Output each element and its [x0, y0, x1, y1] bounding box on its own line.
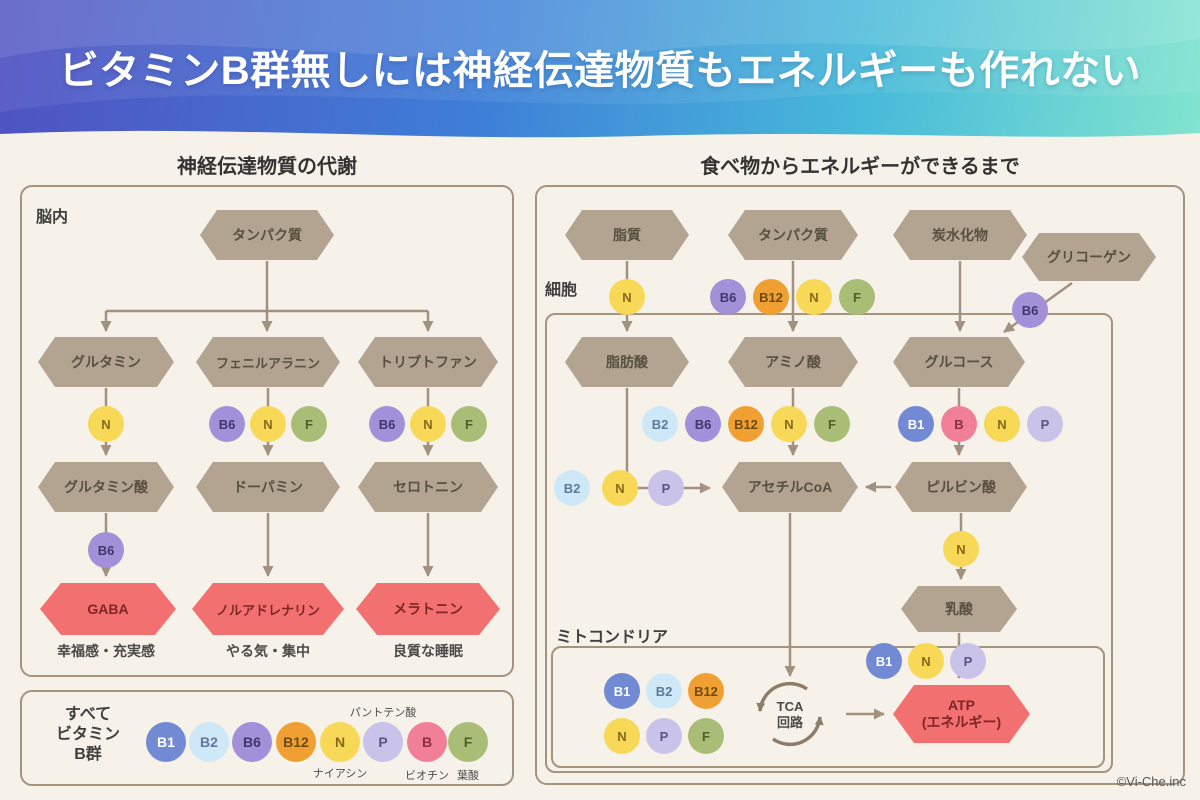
vitamin-b12-badge: B12 [688, 673, 724, 709]
legend-vitamin-p: P [363, 722, 403, 762]
vitamin-p-badge: P [648, 470, 684, 506]
node-fatty-acid: 脂肪酸 [565, 337, 689, 387]
gaba-effect-caption: 幸福感・充実感 [57, 643, 155, 659]
vitamin-n-badge: N [602, 470, 638, 506]
node-atp: ATP (エネルギー) [893, 685, 1030, 743]
vitamin-b2-badge: B2 [642, 406, 678, 442]
pantothenic-acid-label: パントテン酸 [349, 707, 417, 719]
vitamin-n-badge: N [771, 406, 807, 442]
legend-title: すべて ビタミン B群 [38, 705, 138, 765]
brain-region-label: 脳内 [36, 209, 69, 226]
vitamin-b6-badge: B6 [1012, 292, 1048, 328]
tca-cycle-label-line: 回路 [776, 715, 803, 731]
header-banner: ビタミンB群無しには神経伝達物質もエネルギーも作れない [0, 0, 1200, 145]
vitamin-n-badge: N [943, 531, 979, 567]
vitamin-b1-badge: B1 [604, 673, 640, 709]
node-glutamine: グルタミン [38, 337, 174, 387]
vitamin-n-badge: N [604, 718, 640, 754]
node-amino-acid: アミノ酸 [728, 337, 858, 387]
node-protein-brain: タンパク質 [200, 210, 334, 260]
legend-vitamin-b2: B2 [189, 722, 229, 762]
node-protein-food: タンパク質 [728, 210, 858, 260]
vitamin-f-badge: F [451, 406, 487, 442]
energy-panel [535, 185, 1185, 785]
vitamin-b12-badge: B12 [728, 406, 764, 442]
legend-vitamin-b12: B12 [276, 722, 316, 762]
node-gaba: GABA [40, 583, 176, 635]
node-carbohydrate: 炭水化物 [893, 210, 1027, 260]
node-pyruvate: ピルビン酸 [895, 462, 1027, 512]
vitamin-legend-panel [20, 690, 514, 786]
vitamin-b6-badge: B6 [369, 406, 405, 442]
vitamin-b1-badge: B1 [866, 643, 902, 679]
node-phenylalanine: フェニルアラニン [196, 337, 340, 387]
page-title: ビタミンB群無しには神経伝達物質もエネルギーも作れない [58, 49, 1142, 93]
vitamin-b2-badge: B2 [554, 470, 590, 506]
legend-vitamin-b: B [407, 722, 447, 762]
vitamin-p-badge: P [646, 718, 682, 754]
tca-cycle-label-line: TCA [776, 699, 804, 714]
cell-region-label: 細胞 [545, 282, 578, 299]
atp-label-line: ATP [948, 696, 975, 713]
cell-boundary-box [545, 313, 1113, 773]
legend-title-line: すべて [64, 706, 112, 723]
node-tryptophan: トリプトファン [358, 337, 498, 387]
biotin-label: ビオチン [405, 770, 449, 782]
vitamin-n-badge: N [908, 643, 944, 679]
noradrenaline-effect-caption: やる気・集中 [226, 643, 310, 659]
node-glucose: グルコース [893, 337, 1025, 387]
copyright-credit: ©Vi-Che.inc [1116, 774, 1186, 789]
header-wave-decoration [0, 0, 1200, 145]
vitamin-b1-badge: B1 [898, 406, 934, 442]
vitamin-b6-badge: B6 [88, 532, 124, 568]
vitamin-b6-badge: B6 [685, 406, 721, 442]
vitamin-n-badge: N [410, 406, 446, 442]
vitamin-n-badge: N [250, 406, 286, 442]
node-lipid: 脂質 [565, 210, 689, 260]
node-noradrenaline: ノルアドレナリン [192, 583, 344, 635]
mitochondria-region-label: ミトコンドリア [556, 629, 669, 646]
vitamin-b6-badge: B6 [209, 406, 245, 442]
tca-cycle-label: TCA 回路 [758, 699, 822, 732]
node-melatonin: メラトニン [356, 583, 500, 635]
vitamin-b12-badge: B12 [753, 279, 789, 315]
melatonin-effect-caption: 良質な睡眠 [393, 643, 463, 659]
vitamin-f-badge: F [291, 406, 327, 442]
atp-label-line: (エネルギー) [921, 714, 1002, 730]
vitamin-b2-badge: B2 [646, 673, 682, 709]
right-section-title: 食べ物からエネルギーができるまで [700, 156, 1020, 178]
legend-vitamin-n: N [320, 722, 360, 762]
mitochondria-box [551, 646, 1105, 768]
legend-title-line: ビタミン [55, 726, 120, 743]
legend-vitamin-b6: B6 [232, 722, 272, 762]
folic-acid-label: 葉酸 [457, 770, 479, 782]
vitamin-n-badge: N [984, 406, 1020, 442]
tca-cycle-icon [756, 681, 824, 747]
vitamin-b-badge: B [941, 406, 977, 442]
node-acetyl-coa: アセチルCoA [722, 462, 858, 512]
legend-vitamin-f: F [448, 722, 488, 762]
node-glutamate: グルタミン酸 [38, 462, 174, 512]
node-dopamine: ドーパミン [196, 462, 340, 512]
vitamin-f-badge: F [814, 406, 850, 442]
vitamin-b6-badge: B6 [710, 279, 746, 315]
vitamin-n-badge: N [609, 279, 645, 315]
niacin-label: ナイアシン [312, 768, 368, 780]
vitamin-f-badge: F [688, 718, 724, 754]
node-serotonin: セロトニン [358, 462, 498, 512]
legend-title-line: B群 [74, 746, 102, 763]
brain-panel [20, 185, 514, 677]
vitamin-n-badge: N [88, 406, 124, 442]
node-lactate: 乳酸 [901, 586, 1017, 632]
left-section-title: 神経伝達物質の代謝 [177, 156, 357, 178]
node-glycogen: グリコーゲン [1022, 233, 1156, 281]
vitamin-p-badge: P [950, 643, 986, 679]
vitamin-n-badge: N [796, 279, 832, 315]
legend-vitamin-b1: B1 [146, 722, 186, 762]
vitamin-p-badge: P [1027, 406, 1063, 442]
vitamin-f-badge: F [839, 279, 875, 315]
